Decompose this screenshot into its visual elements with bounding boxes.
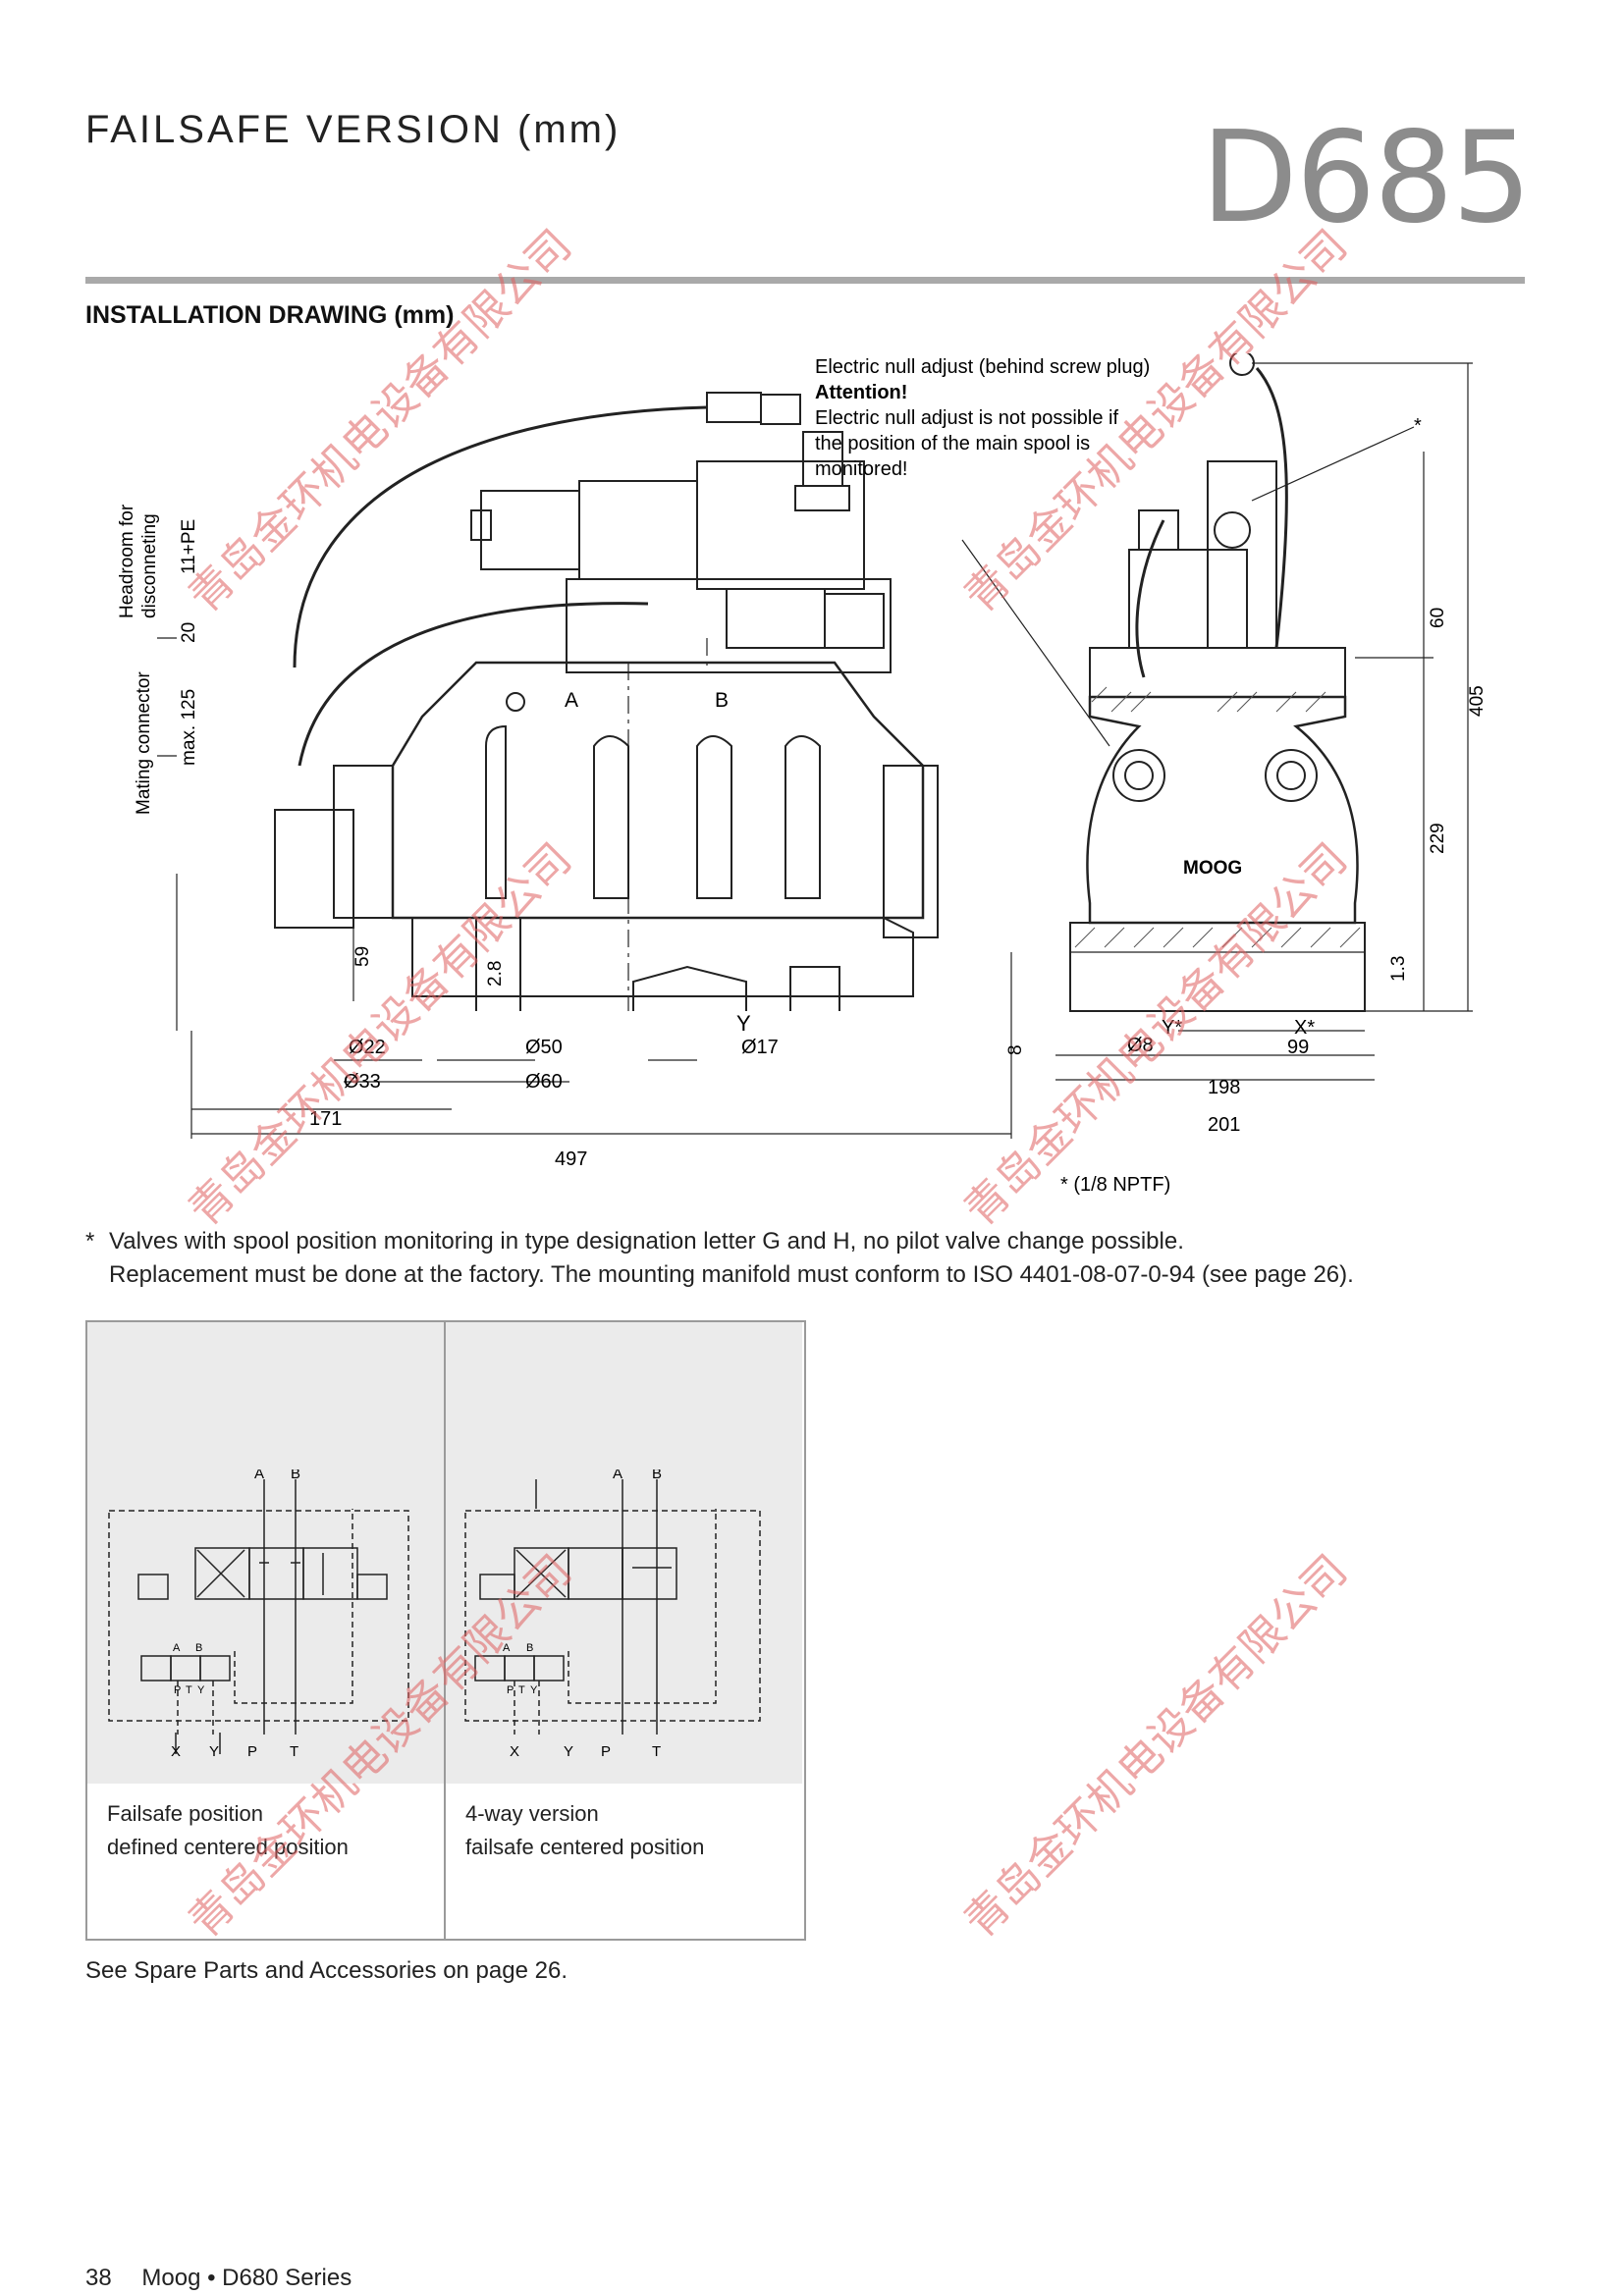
dim-dia17: Ø17	[741, 1037, 779, 1058]
pilot-port-label: P	[507, 1684, 514, 1696]
section-title: INSTALLATION DRAWING (mm)	[85, 301, 455, 329]
dim-8: 8	[1005, 1044, 1026, 1055]
dim-dia50: Ø50	[525, 1037, 563, 1058]
dim-star: *	[1414, 415, 1422, 437]
dim-dia8: Ø8	[1127, 1035, 1154, 1056]
pilot-port-label: B	[526, 1642, 533, 1654]
schematics-panel: A B A B P T Y X Y P T Failsafe position …	[85, 1320, 806, 1941]
model-brand: D685	[1201, 105, 1532, 251]
label-headroom-2: disconneting	[139, 513, 160, 618]
dim-99: 99	[1287, 1037, 1309, 1058]
callout-line3: the position of the main spool is	[815, 433, 1090, 454]
dim-2-8: 2.8	[485, 961, 506, 987]
watermark: 青岛金环机电设备有限公司	[954, 1545, 1358, 1948]
port-label: T	[290, 1743, 298, 1760]
footnote-line2: Replacement must be done at the factory.…	[109, 1261, 1354, 1288]
spare-parts-note: See Spare Parts and Accessories on page …	[85, 1957, 568, 1984]
label-pe: 11+PE	[179, 519, 199, 574]
pilot-port-label: Y	[197, 1684, 205, 1696]
port-label: A	[613, 1469, 622, 1482]
dim-nptf: * (1/8 NPTF)	[1060, 1174, 1170, 1196]
dim-dia22: Ø22	[349, 1037, 386, 1058]
dim-198: 198	[1208, 1077, 1240, 1098]
schematic-failsafe: A B A B P T Y X Y P T	[108, 1469, 409, 1760]
port-label: P	[601, 1743, 611, 1760]
port-b-label: B	[715, 689, 729, 712]
port-label: T	[652, 1743, 661, 1760]
dim-229: 229	[1428, 823, 1448, 854]
page-number: 38	[85, 2265, 112, 2291]
title-rule	[85, 277, 1525, 284]
caption-line2: failsafe centered position	[465, 1835, 705, 1859]
footnote-star: *	[85, 1228, 95, 1255]
page-title: FAILSAFE VERSION (mm)	[85, 108, 622, 151]
label-twenty: 20	[179, 622, 199, 643]
pilot-port-label: A	[173, 1642, 181, 1654]
port-label: X	[171, 1743, 181, 1760]
pilot-port-label: P	[174, 1684, 181, 1696]
label-mating-1: Mating connector	[134, 671, 154, 815]
caption-line1: Failsafe position	[107, 1801, 263, 1826]
dim-405: 405	[1467, 685, 1488, 717]
dim-dia60: Ø60	[525, 1071, 563, 1093]
caption-line1: 4-way version	[465, 1801, 599, 1826]
dim-171: 171	[309, 1108, 342, 1130]
moog-mark: MOOG	[1183, 858, 1242, 879]
installation-drawing: Electric null adjust (behind screw plug)…	[117, 353, 1488, 1196]
footnote-line1: Valves with spool position monitoring in…	[109, 1228, 1184, 1255]
port-ystar-label: Y*	[1162, 1017, 1182, 1039]
label-headroom-1: Headroom for	[117, 504, 137, 618]
pilot-port-label: A	[503, 1642, 511, 1654]
port-xstar-label: X*	[1294, 1017, 1315, 1039]
schematic-4way: A B A B P T Y X Y P T	[464, 1469, 761, 1760]
footnote: * Valves with spool position monitoring …	[85, 1225, 1354, 1292]
port-label: B	[291, 1469, 300, 1482]
port-label: B	[652, 1469, 662, 1482]
port-a-label: A	[565, 689, 578, 712]
schematic-background	[87, 1322, 444, 1784]
caption-line2: defined centered position	[107, 1835, 349, 1859]
port-label: Y	[209, 1743, 219, 1760]
dim-497: 497	[555, 1148, 587, 1170]
callout-line4: monitored!	[815, 458, 908, 480]
footer-text: Moog • D680 Series	[141, 2265, 352, 2291]
callout-attention: Attention!	[815, 382, 907, 403]
dim-1-3: 1.3	[1388, 956, 1409, 982]
pilot-port-label: Y	[530, 1684, 538, 1696]
schematic-background	[446, 1322, 802, 1784]
pilot-port-label: B	[195, 1642, 202, 1654]
port-label: A	[254, 1469, 264, 1482]
dim-dia33: Ø33	[344, 1071, 381, 1093]
pilot-port-label: T	[186, 1684, 192, 1696]
port-label: Y	[564, 1743, 573, 1760]
port-y-label: Y	[736, 1011, 751, 1036]
dim-201: 201	[1208, 1114, 1240, 1136]
schematic-caption: Failsafe position defined centered posit…	[107, 1797, 349, 1864]
port-label: P	[247, 1743, 257, 1760]
label-mating-2: max. 125	[179, 689, 199, 766]
dim-59: 59	[352, 946, 373, 967]
dim-60: 60	[1428, 608, 1448, 628]
callout-line1: Electric null adjust (behind screw plug)	[815, 356, 1150, 378]
schematic-cell-failsafe: A B A B P T Y X Y P T Failsafe position …	[87, 1322, 446, 1939]
callout-line2: Electric null adjust is not possible if	[815, 407, 1118, 429]
schematic-caption: 4-way version failsafe centered position	[465, 1797, 704, 1864]
page-footer: 38 Moog • D680 Series	[85, 2265, 352, 2292]
pilot-port-label: T	[518, 1684, 525, 1696]
schematic-cell-4way: A B A B P T Y X Y P T 4-way version fail…	[446, 1322, 802, 1939]
port-label: X	[510, 1743, 519, 1760]
